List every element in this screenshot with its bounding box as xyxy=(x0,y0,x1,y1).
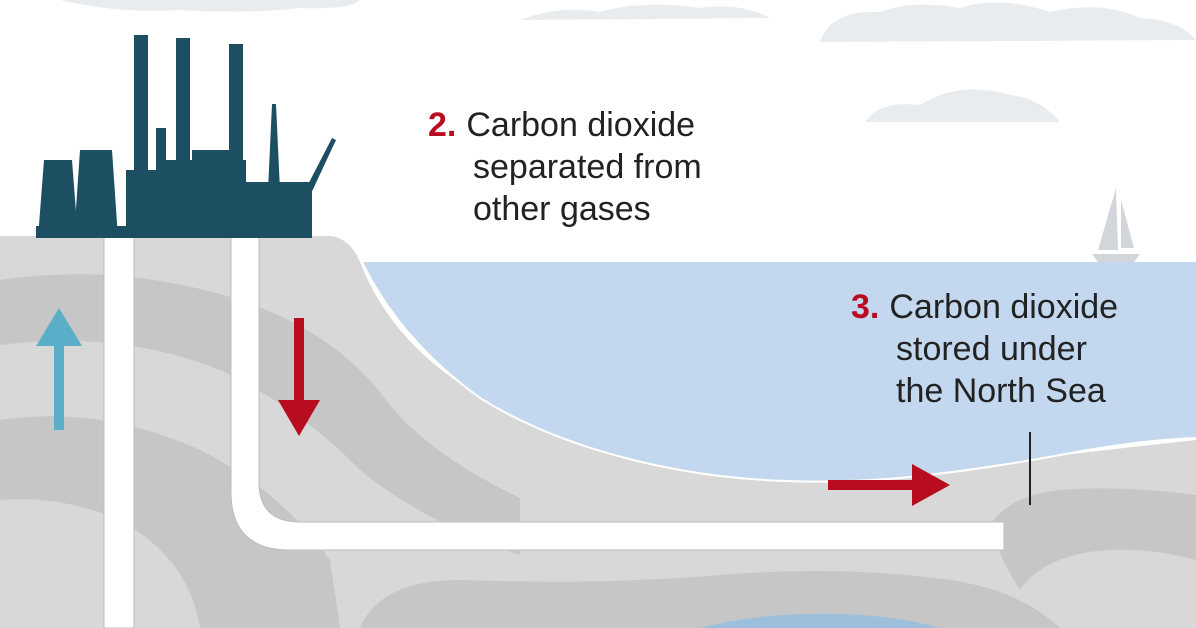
sail xyxy=(1098,188,1118,250)
step-2-line-1: 2.Carbon dioxide xyxy=(428,104,702,146)
plant-base xyxy=(36,226,312,238)
chimney xyxy=(229,44,243,184)
tower xyxy=(156,128,166,188)
hull xyxy=(1092,254,1140,262)
right-arrow-icon xyxy=(828,464,950,506)
up-arrow-icon xyxy=(36,308,82,430)
cloud xyxy=(520,4,770,21)
step-2-number: 2. xyxy=(428,106,457,144)
arrow-shaft xyxy=(54,342,64,430)
injection-pipe xyxy=(230,235,1005,551)
stratum xyxy=(0,416,340,628)
plant-block xyxy=(166,160,246,238)
cloud xyxy=(820,2,1196,42)
down-arrow-icon xyxy=(278,318,320,436)
step-2-line-3: other gases xyxy=(473,190,651,228)
arrow-head xyxy=(912,464,950,506)
step-2-line-2: separated from xyxy=(473,148,702,186)
storage-reservoir xyxy=(700,613,940,628)
step-3-label: 3.Carbon dioxide stored under the North … xyxy=(851,286,1118,412)
chimney xyxy=(134,35,148,185)
stratum xyxy=(990,488,1196,590)
step-3-number: 3. xyxy=(851,288,880,326)
sail xyxy=(1121,200,1134,248)
sailboat-icon xyxy=(1092,188,1140,262)
step-3-line-3: the North Sea xyxy=(896,372,1106,410)
arrow-shaft xyxy=(828,480,914,490)
sea xyxy=(362,262,1196,482)
step-2-text: Carbon dioxide xyxy=(466,106,696,144)
chimney xyxy=(176,38,190,188)
cooling-tower xyxy=(74,150,118,238)
step-3-line-1: 3.Carbon dioxide xyxy=(851,286,1118,328)
arrow-shaft xyxy=(294,318,304,402)
step-2-label: 2.Carbon dioxide separated from other ga… xyxy=(428,104,702,230)
cooling-tower xyxy=(38,160,78,238)
plant-roof xyxy=(192,150,232,170)
gas-flare-tower xyxy=(268,104,280,190)
extraction-pipe xyxy=(103,235,135,628)
stratum xyxy=(360,571,1060,628)
step-3-line-2: stored under xyxy=(896,330,1087,368)
cloud xyxy=(60,0,360,12)
seabed-line xyxy=(361,261,1196,483)
step-3-text: Carbon dioxide xyxy=(889,288,1119,326)
power-plant-icon xyxy=(36,35,336,238)
clouds xyxy=(60,0,1196,122)
crane-arm xyxy=(300,138,336,200)
cloud xyxy=(865,89,1060,122)
arrow-head xyxy=(36,308,82,346)
arrow-head xyxy=(278,400,320,436)
